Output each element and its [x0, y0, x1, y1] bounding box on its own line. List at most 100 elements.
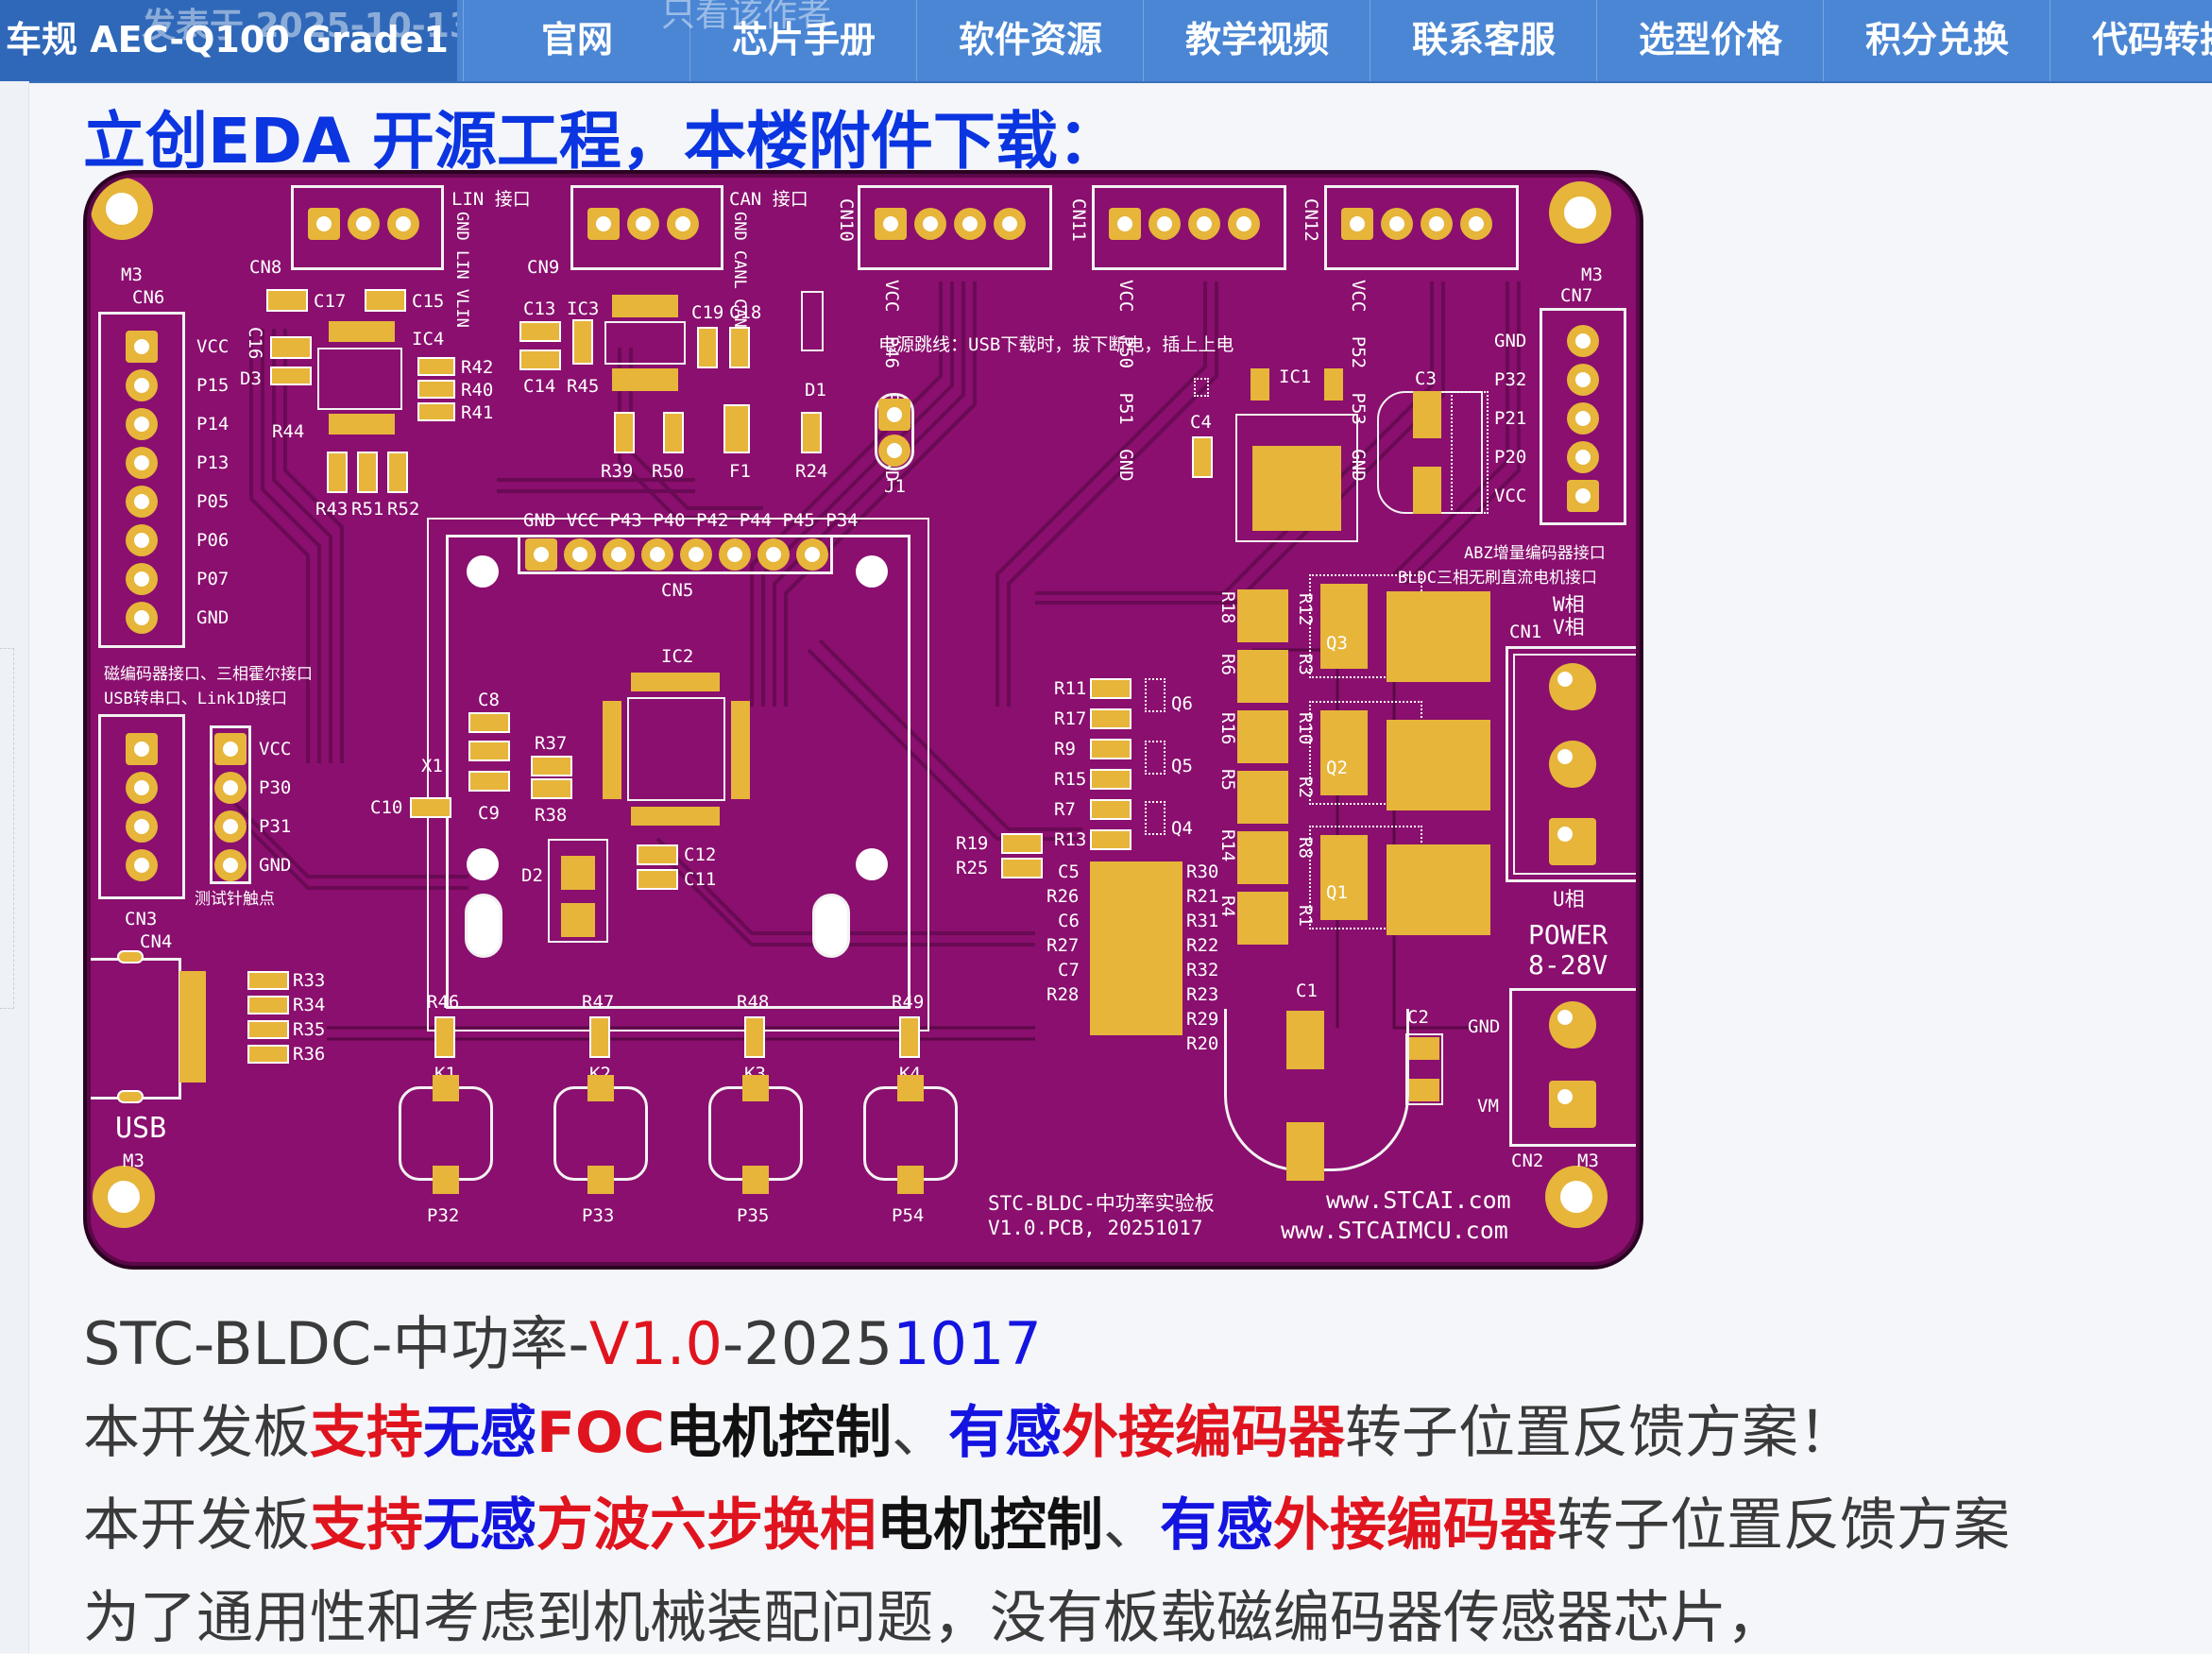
r49-pad	[899, 1016, 920, 1058]
nav-item-points[interactable]: 积分兑换	[1823, 0, 2050, 81]
usb-shield-pad-bottom	[117, 1090, 144, 1103]
nav-brand[interactable]: 发表于 2025-10-13 13:25:31 车规 AEC-Q100 Grad…	[0, 0, 457, 81]
module-hole-3	[467, 848, 499, 880]
silk-c3: C3	[1415, 368, 1437, 389]
silk-r18: R18	[1217, 591, 1238, 624]
nav-item-official[interactable]: 官网	[463, 0, 690, 81]
silk-cn6-gnd: GND	[196, 607, 230, 628]
silk-u-phase: U相	[1553, 888, 1585, 911]
line2-part-6: 有感	[1160, 1492, 1273, 1559]
lin-pin-3	[387, 208, 419, 240]
silk-cn6: CN6	[132, 287, 165, 308]
line2-part-4: 电机控制	[876, 1492, 1103, 1559]
silk-cn3-p31: P31	[259, 816, 292, 837]
silk-c1: C1	[1296, 980, 1318, 1001]
cn6-pin-2	[126, 369, 158, 401]
k2-pad-top	[587, 1075, 614, 1101]
silk-d3: D3	[240, 368, 262, 389]
cn7-pin-3	[1567, 402, 1599, 435]
q2-pads	[1320, 710, 1368, 795]
test-point-1	[214, 733, 247, 765]
cn10-pin-2	[914, 208, 946, 240]
line1-part-2: 无感	[423, 1400, 536, 1466]
silk-cn6-p14: P14	[196, 414, 230, 435]
r46-pad	[434, 1016, 455, 1058]
j1-outline	[875, 393, 914, 470]
silk-r13: R13	[1054, 829, 1087, 850]
post-heading: 立创EDA 开源工程，本楼附件下载：	[83, 105, 1120, 178]
q2-tab	[1387, 720, 1490, 810]
c18-pad	[729, 327, 750, 368]
q6-marker	[1145, 678, 1166, 712]
silk-r49: R49	[892, 992, 925, 1013]
r36-pad	[247, 1045, 289, 1064]
left-rail	[0, 81, 29, 1653]
silk-c11: C11	[684, 869, 717, 890]
silk-r22: R22	[1186, 935, 1219, 956]
line2-part-5: 、	[1103, 1492, 1160, 1559]
r17-pad	[1090, 708, 1132, 729]
mcu-keepout-outline	[427, 518, 929, 1032]
silk-c19: C19	[691, 302, 724, 323]
c8-pad	[468, 712, 510, 733]
r41-pad	[417, 402, 455, 421]
silk-r44: R44	[272, 421, 305, 442]
c3-pad-1	[1413, 391, 1441, 438]
cn3-pin-4	[126, 849, 158, 881]
pcb-render-image[interactable]: M3 M3 M3 M3 LIN 接口 GND LIN VLIN CN8 CAN …	[91, 178, 1636, 1262]
nav-item-code-convert[interactable]: 代码转换	[2050, 0, 2212, 81]
c17-pad	[266, 289, 308, 312]
r34-pad	[247, 996, 289, 1015]
ic4-pins-bottom	[329, 414, 395, 435]
silk-c5: C5	[1058, 861, 1080, 882]
cn10-pin-1	[875, 208, 907, 240]
cn5-pin-8	[796, 538, 828, 571]
cn6-outline	[98, 312, 185, 648]
silk-r15: R15	[1054, 769, 1087, 790]
silk-r46: R46	[427, 992, 460, 1013]
cn1-outline	[1506, 646, 1636, 882]
r39-pad	[614, 412, 635, 453]
cn6-pin-5	[126, 486, 158, 518]
nav-item-support[interactable]: 联系客服	[1370, 0, 1597, 81]
line2-part-7: 外接编码器	[1273, 1492, 1557, 1559]
silk-cn1: CN1	[1509, 622, 1542, 642]
silk-w-phase: W相	[1553, 593, 1585, 616]
r47-pad	[589, 1016, 610, 1058]
cn6-pin-1	[126, 331, 158, 363]
ic3-pins-top	[612, 295, 678, 317]
nav-item-pricing[interactable]: 选型价格	[1596, 0, 1824, 81]
silk-cn6-desc2: USB转串口、Link1D接口	[104, 690, 288, 708]
nav-item-software[interactable]: 软件资源	[916, 0, 1144, 81]
line1-part-5: 、	[892, 1400, 949, 1466]
silk-cn6-p05: P05	[196, 491, 230, 512]
silk-r5: R5	[1217, 769, 1238, 791]
module-slot-right	[812, 894, 850, 958]
nav-item-manual[interactable]: 芯片手册	[689, 0, 917, 81]
silk-r37: R37	[535, 733, 568, 754]
silk-cn11-pins: VCC P50 P51 GND	[1115, 280, 1136, 482]
cn5-pin-2	[564, 538, 596, 571]
module-hole-1	[467, 555, 499, 588]
nav-brand-label: 车规 AEC-Q100 Grade1	[6, 19, 449, 60]
cn7-outline	[1540, 308, 1626, 525]
silk-j1: J1	[884, 476, 906, 497]
cn3-pin-3	[126, 810, 158, 843]
silk-cn11: CN11	[1068, 198, 1089, 242]
ic3-outline	[604, 321, 686, 365]
r43-pad	[327, 452, 348, 493]
ghost-author-link[interactable]: 只看该作者	[661, 0, 832, 34]
silk-r35: R35	[293, 1019, 326, 1040]
silk-r43: R43	[315, 499, 349, 520]
gate-res-upper-2	[1237, 650, 1288, 703]
cn3-pin-1	[126, 733, 158, 765]
cn12-pin-2	[1381, 208, 1413, 240]
silk-c2: C2	[1407, 1007, 1429, 1028]
r13-pad	[1090, 829, 1132, 850]
nav-item-videos[interactable]: 教学视频	[1143, 0, 1370, 81]
lin-pin-1	[308, 208, 340, 240]
gate-res-mid-1	[1237, 710, 1288, 763]
mount-hole-top-left	[91, 178, 153, 240]
r50-pad	[663, 412, 684, 453]
silk-cn10-pins: VCC P46 P47 GND	[881, 280, 902, 482]
